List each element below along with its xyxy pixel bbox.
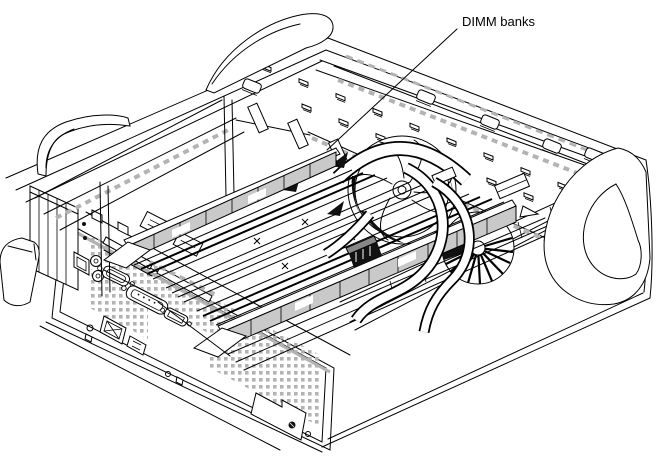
callout: DIMM banks bbox=[326, 14, 535, 151]
handles-and-feet bbox=[0, 13, 651, 307]
callout-label: DIMM banks bbox=[462, 14, 535, 29]
expansion-slot-covers bbox=[29, 185, 79, 291]
left-foot bbox=[0, 237, 40, 307]
vent-slot bbox=[156, 266, 213, 303]
callout-leader-line bbox=[326, 28, 458, 151]
right-handle bbox=[543, 147, 651, 306]
top-handle bbox=[205, 13, 334, 94]
label-cutout bbox=[250, 392, 307, 441]
aux-connector bbox=[126, 335, 147, 356]
power-inlet bbox=[99, 315, 127, 345]
serial-connector bbox=[160, 307, 192, 327]
ethernet-port bbox=[73, 251, 90, 276]
left-handle bbox=[36, 114, 131, 177]
cables bbox=[322, 162, 475, 334]
round-ports bbox=[90, 255, 104, 282]
